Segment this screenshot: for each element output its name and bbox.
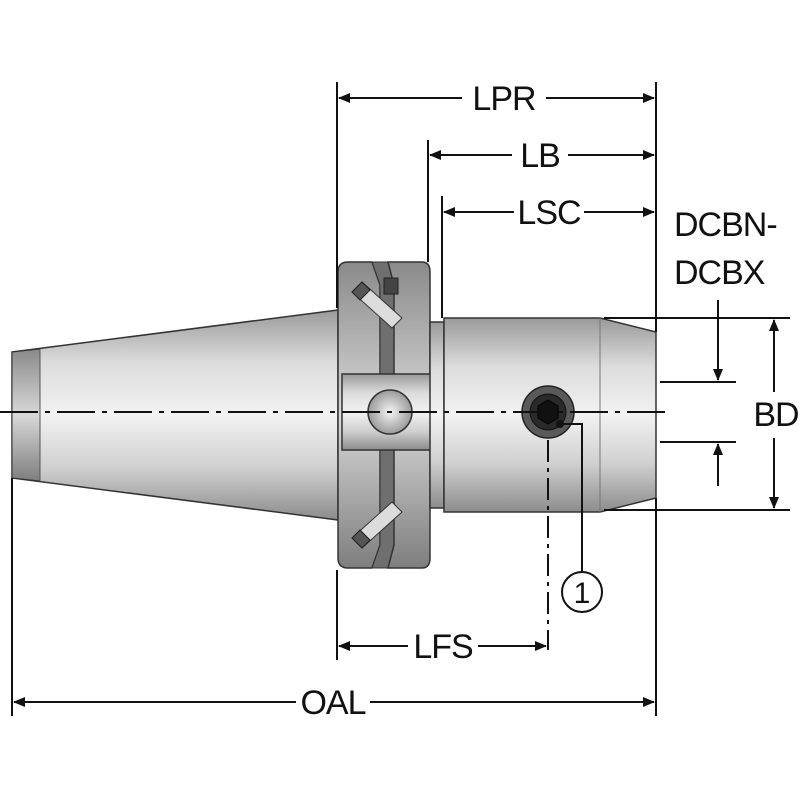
callout-1: 1 — [561, 571, 603, 613]
callout-leader — [560, 423, 583, 572]
lsc-label: LSC — [517, 194, 581, 232]
callout-1-text: 1 — [574, 577, 591, 610]
holder-body — [11, 261, 657, 569]
taper-shank — [11, 309, 339, 521]
lb-label: LB — [520, 137, 560, 175]
flange-screw-bottom — [351, 501, 403, 549]
dimension-lines — [13, 93, 779, 707]
lpr-label: LPR — [472, 80, 535, 118]
taper-end — [11, 348, 41, 482]
neck — [429, 321, 445, 509]
bd-label: BD — [753, 396, 798, 434]
extension-lines — [11, 82, 790, 716]
dcbn-label-line2: DCBX — [674, 254, 765, 292]
flange-screw-top — [351, 277, 403, 329]
oal-label: OAL — [300, 684, 365, 722]
dcbn-label-line1: DCBN- — [674, 206, 777, 244]
lfs-label: LFS — [413, 628, 473, 666]
